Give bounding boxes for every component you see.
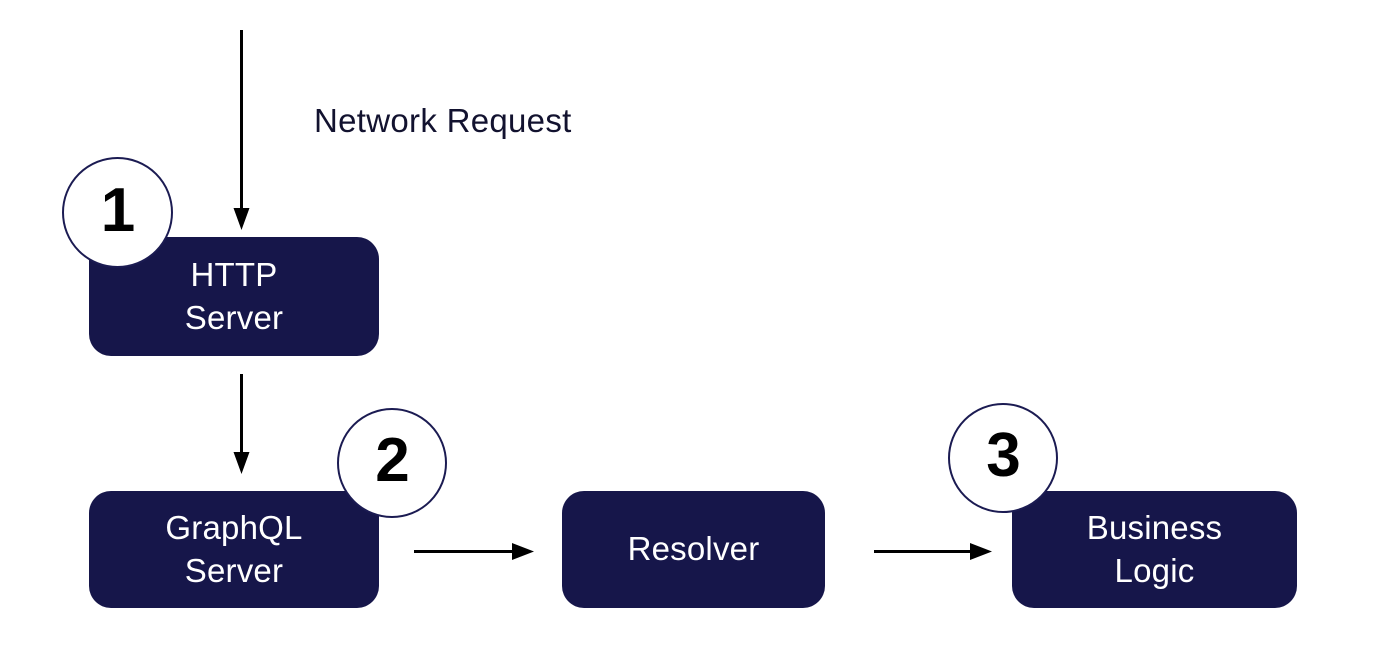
step-badge-3-number: 3 [986, 421, 1020, 490]
step-badge-1: 1 [62, 157, 173, 268]
node-business-logic[interactable]: Business Logic [1012, 491, 1297, 608]
network-request-arrow [233, 30, 250, 230]
node-graphql-server-label: GraphQL Server [165, 509, 303, 589]
network-request-label: Network Request [314, 102, 572, 139]
step-badge-3: 3 [948, 403, 1058, 513]
step-badge-1-number: 1 [100, 175, 135, 245]
resolver-to-business-logic-arrow [874, 543, 992, 560]
node-resolver[interactable]: Resolver [562, 491, 825, 608]
step-badge-2: 2 [337, 408, 447, 518]
node-http-server-label: HTTP Server [184, 256, 284, 336]
http-to-graphql-arrow [233, 374, 250, 474]
node-business-logic-label: Business Logic [1086, 509, 1223, 589]
node-resolver-label: Resolver [627, 530, 760, 568]
graphql-to-resolver-arrow [414, 543, 534, 560]
node-graphql-server[interactable]: GraphQL Server [89, 491, 379, 608]
step-badge-2-number: 2 [375, 426, 409, 495]
